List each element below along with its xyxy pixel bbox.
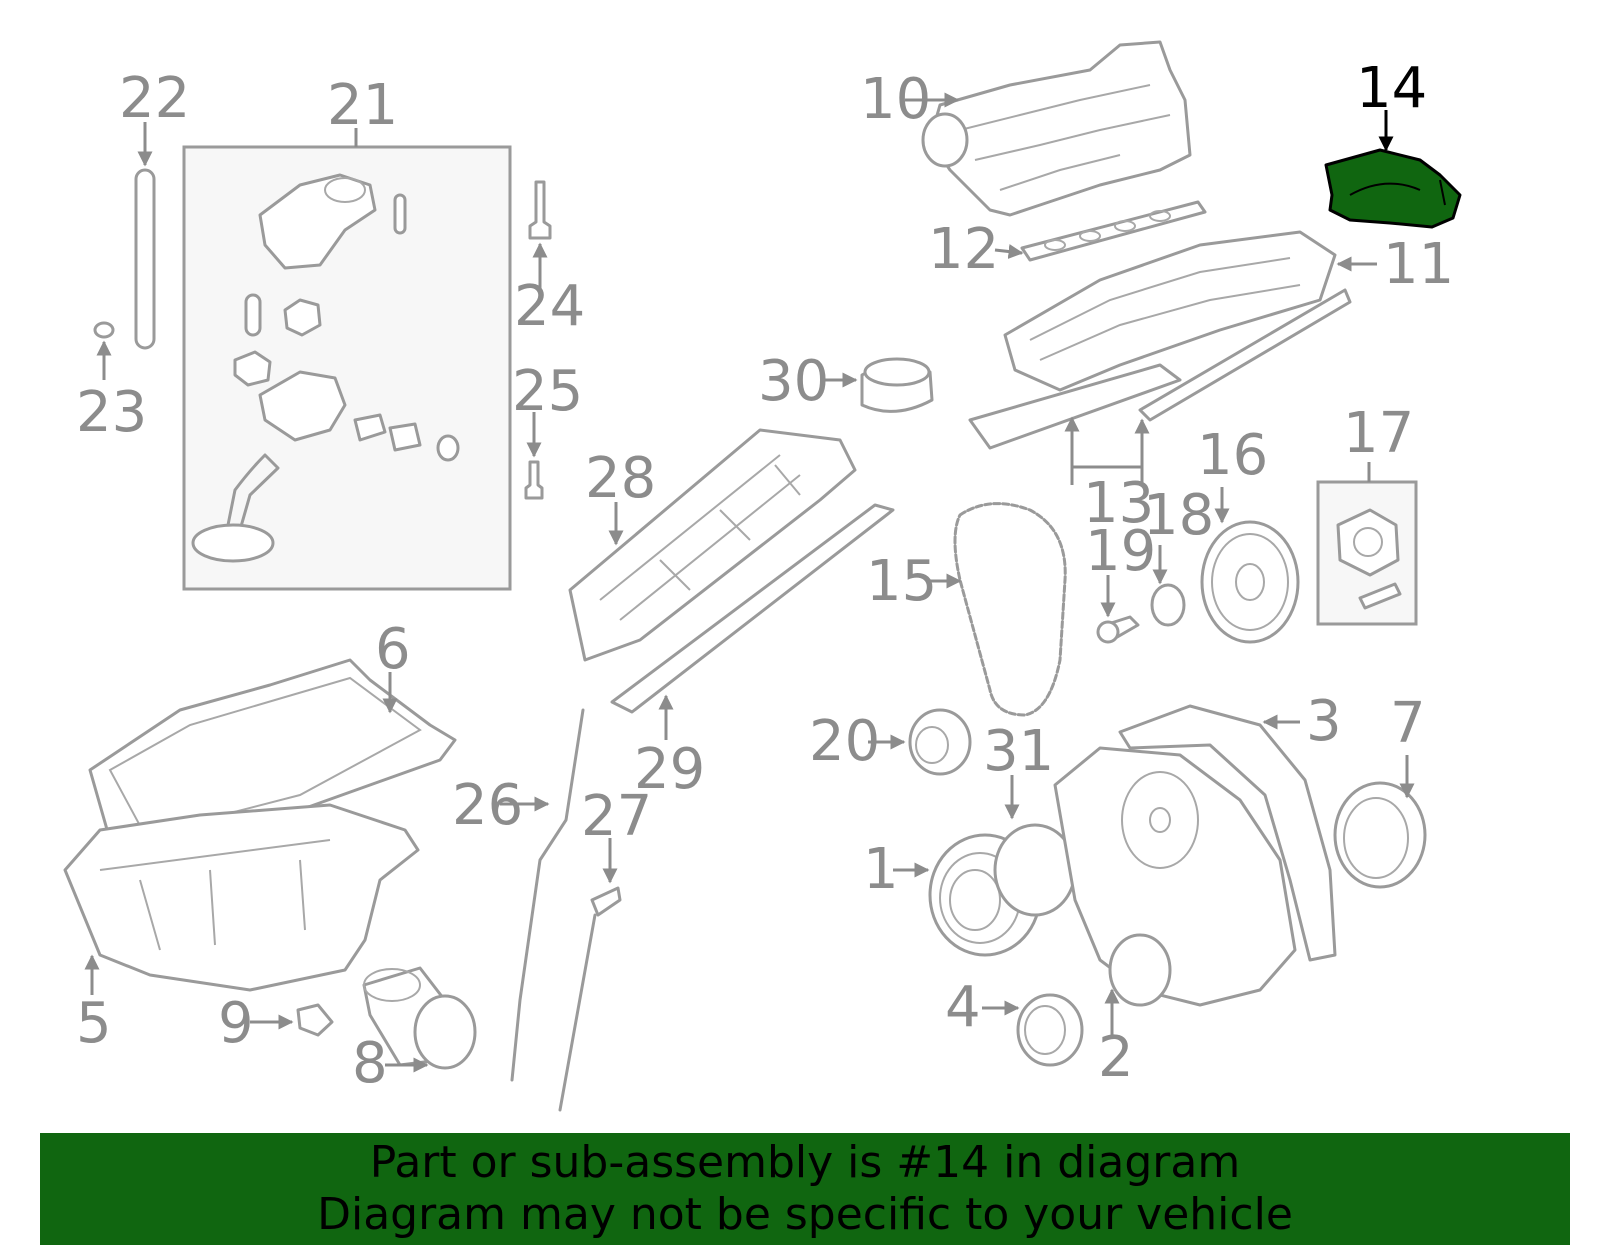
dipstick-27 xyxy=(558,886,622,1112)
callout-1: 1 xyxy=(863,837,899,902)
callout-11: 11 xyxy=(1383,232,1454,297)
intake-plenum-11 xyxy=(968,230,1352,450)
callout-10: 10 xyxy=(860,67,931,132)
callout-4: 4 xyxy=(945,975,981,1040)
front-seal-4 xyxy=(1016,993,1084,1067)
oil-pump-parts xyxy=(191,173,460,563)
oil-filter-8 xyxy=(362,966,477,1070)
callout-16: 16 xyxy=(1197,423,1268,488)
banner-line-2: Diagram may not be specific to your vehi… xyxy=(317,1189,1293,1240)
highlighted-part-14 xyxy=(1324,148,1462,229)
callout-28: 28 xyxy=(585,446,656,511)
bolt-24 xyxy=(528,180,552,240)
callout-31: 31 xyxy=(983,719,1054,784)
callout-22: 22 xyxy=(119,66,190,131)
drain-plug-9 xyxy=(296,1003,334,1037)
clip-23 xyxy=(93,321,115,339)
washer-18 xyxy=(1150,583,1186,627)
callout-24: 24 xyxy=(514,274,585,339)
gasket-17 xyxy=(1336,508,1400,577)
callout-27: 27 xyxy=(581,784,652,849)
oil-cap-30 xyxy=(860,357,934,413)
callout-30: 30 xyxy=(758,349,829,414)
callout-17: 17 xyxy=(1343,401,1414,466)
valve-cover-gasket-29 xyxy=(610,503,895,714)
callout-25: 25 xyxy=(512,359,583,424)
callout-8: 8 xyxy=(352,1031,388,1096)
timing-cover-gasket-3 xyxy=(1118,704,1337,962)
rear-seal-7 xyxy=(1333,781,1427,889)
intake-manifold-10 xyxy=(921,40,1192,217)
callout-9: 9 xyxy=(218,991,254,1056)
bolt-25 xyxy=(524,460,544,500)
callout-12: 12 xyxy=(928,217,999,282)
callout-7: 7 xyxy=(1390,691,1426,756)
timing-cover-2 xyxy=(1053,746,1297,1007)
callout-21: 21 xyxy=(327,73,398,138)
bearing-20 xyxy=(908,708,972,776)
callout-13: 13 xyxy=(1083,471,1154,536)
dipstick-tube-22 xyxy=(134,168,156,350)
valve-cover-28 xyxy=(568,428,857,662)
bolt-17 xyxy=(1358,582,1402,610)
cam-sprocket-16 xyxy=(1200,520,1300,644)
callout-14: 14 xyxy=(1356,56,1427,121)
callout-19: 19 xyxy=(1085,519,1156,584)
callout-3: 3 xyxy=(1306,689,1342,754)
callout-15: 15 xyxy=(866,549,937,614)
callout-23: 23 xyxy=(76,380,147,445)
callout-26: 26 xyxy=(452,773,523,838)
callout-29: 29 xyxy=(634,737,705,802)
intake-gasket-12 xyxy=(1020,200,1207,262)
callout-18: 18 xyxy=(1143,483,1214,548)
highlighted-part-14-detail xyxy=(1349,179,1446,206)
callout-20: 20 xyxy=(809,709,880,774)
info-banner: Part or sub-assembly is #14 in diagram D… xyxy=(40,1133,1570,1245)
timing-chain-15 xyxy=(953,502,1067,717)
dipstick-tube-26 xyxy=(510,708,585,1082)
oil-pan-5 xyxy=(63,803,420,992)
callout-6: 6 xyxy=(375,617,411,682)
callout-5: 5 xyxy=(76,991,112,1056)
callout-labels: 1 2 3 4 5 6 7 8 9 10 11 12 13 14 15 16 1… xyxy=(76,56,1454,1096)
banner-line-1: Part or sub-assembly is #14 in diagram xyxy=(369,1137,1241,1188)
callout-2: 2 xyxy=(1098,1025,1134,1090)
crank-pulley-1 xyxy=(928,823,1077,957)
